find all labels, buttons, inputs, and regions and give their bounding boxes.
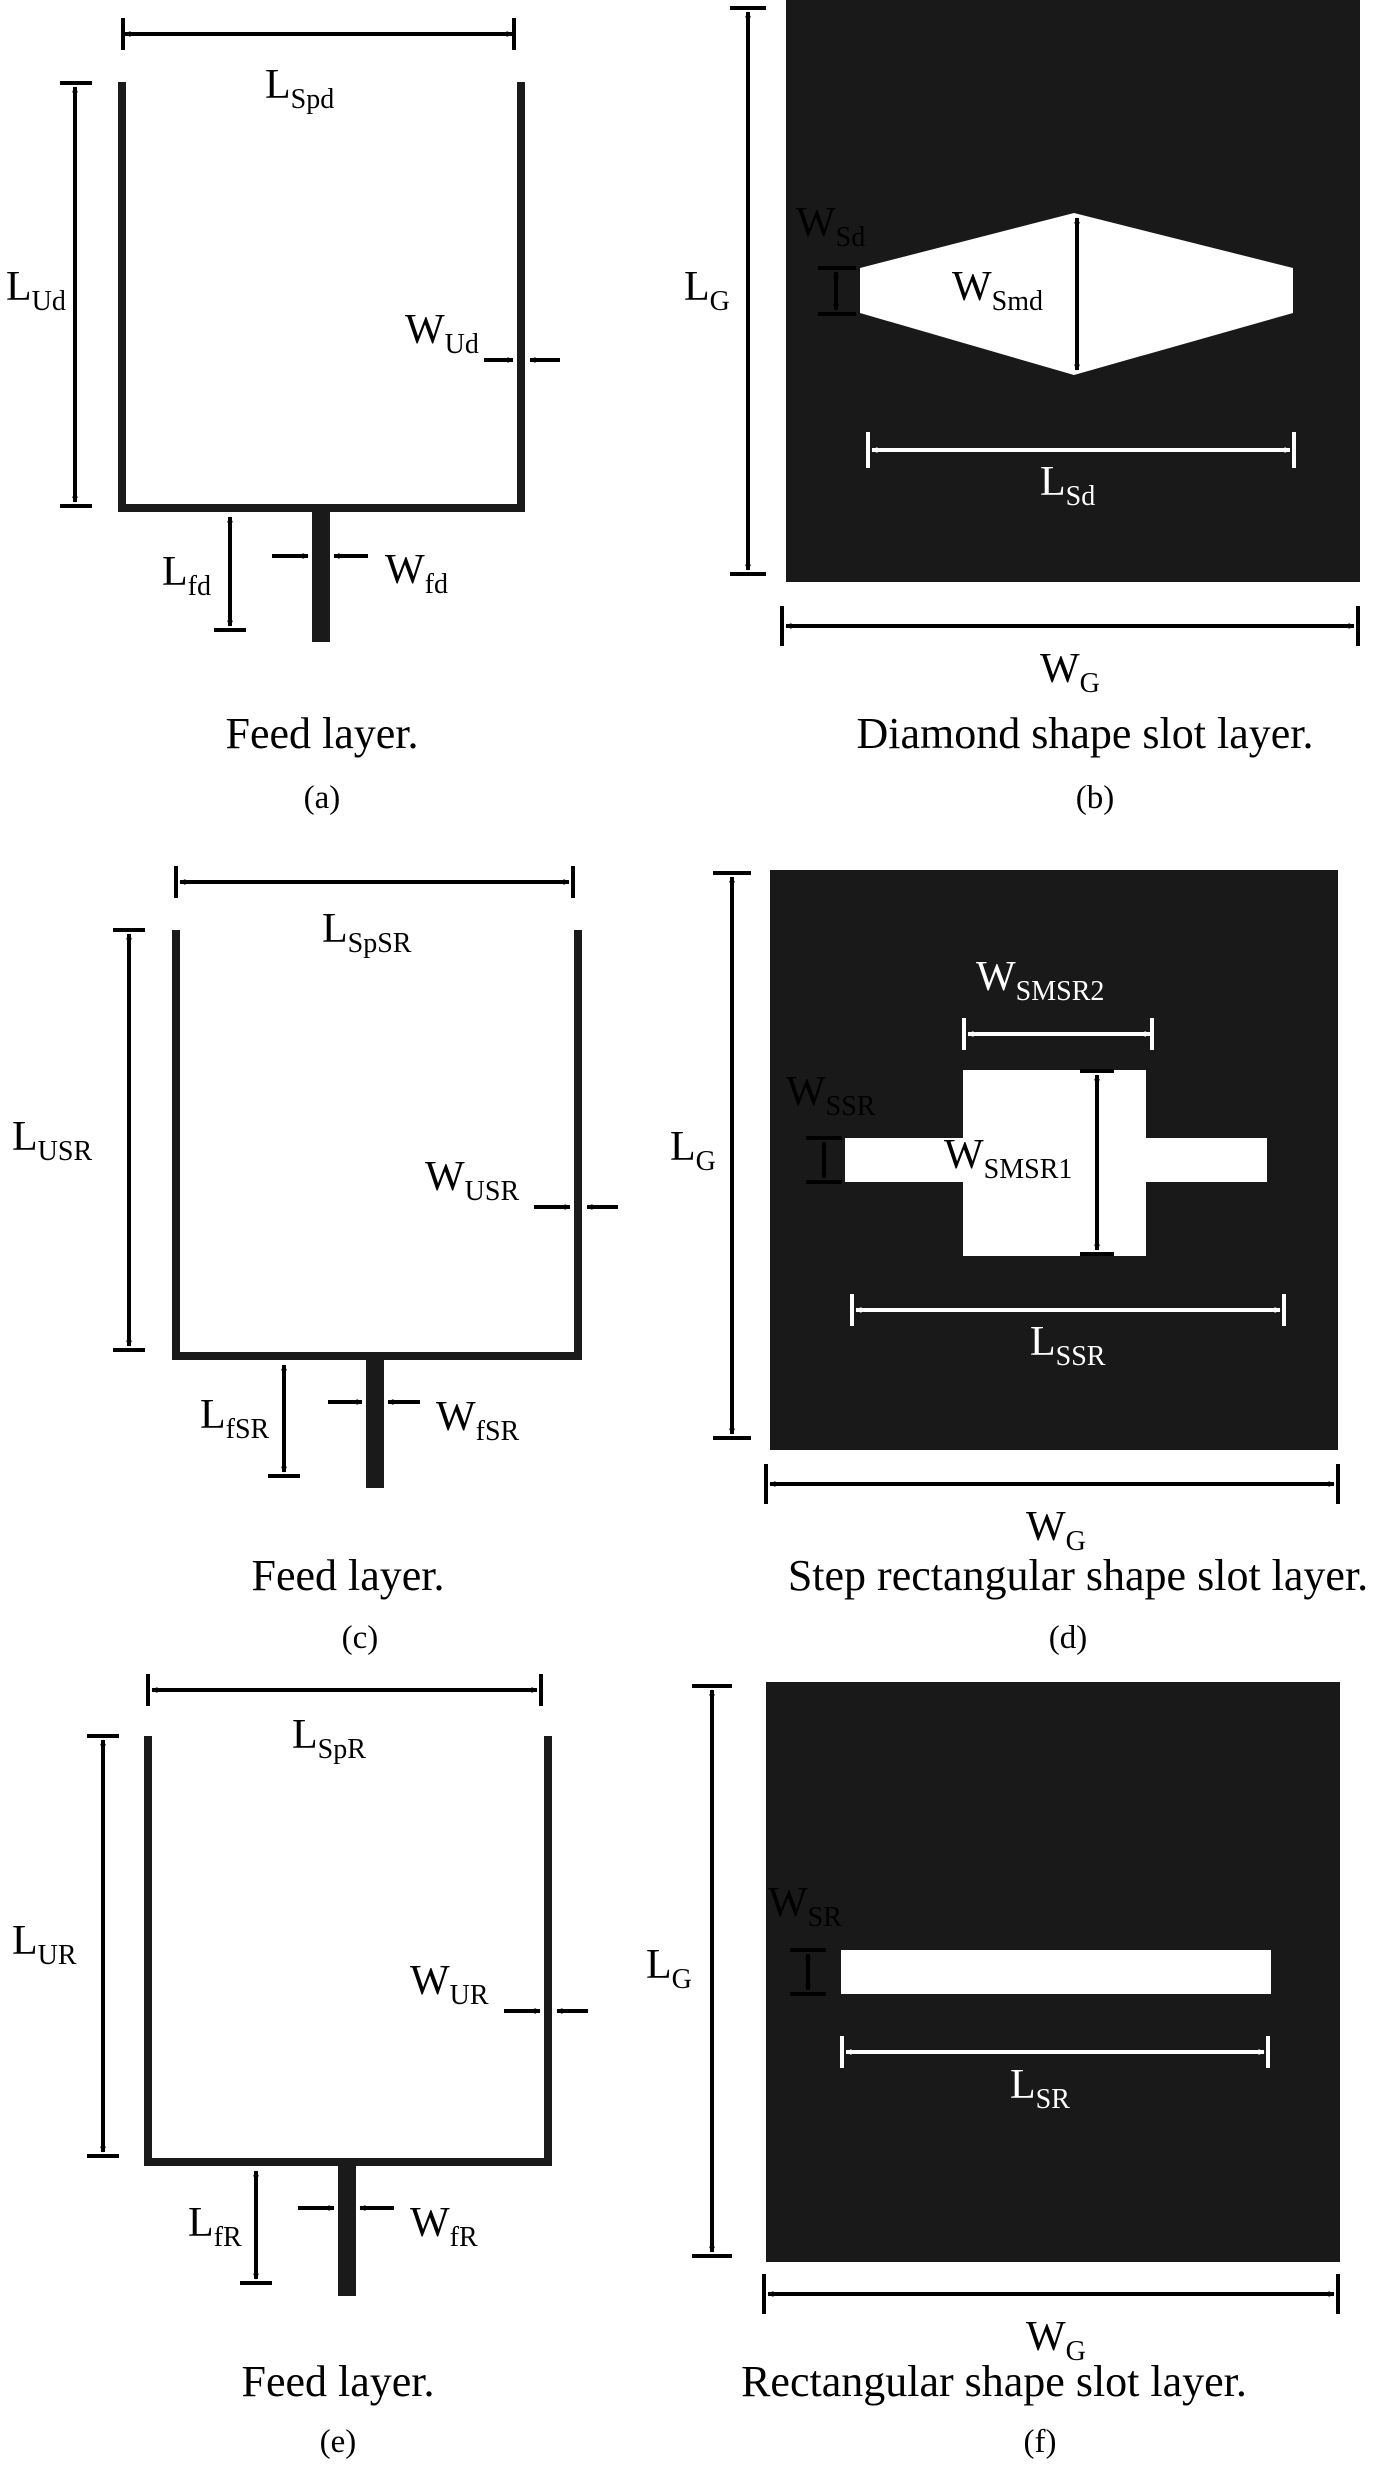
label-lf-c: LfSR: [200, 1392, 270, 1445]
label-lu-e: LUR: [12, 1918, 77, 1971]
label-wg-f: WG: [1026, 2314, 1086, 2367]
caption-c: Feed layer.: [251, 1551, 444, 1600]
dimension-arrow-ls: [866, 432, 1296, 468]
dimension-arrow-wsm2: [962, 1018, 1154, 1050]
caption-f: Rectangular shape slot layer.: [741, 2357, 1247, 2406]
dimension-arrow-ws: [818, 266, 856, 316]
dimension-arrow-lf: [214, 516, 246, 632]
label-lsp-e: LSpR: [292, 1712, 366, 1765]
u-shaped-feed-line: [172, 930, 582, 1488]
panel-f-rectangular-slot-layer: LG WSR LSR WG Rectangular shape slot lay…: [646, 1682, 1340, 2460]
dimension-arrow-lu: [113, 928, 145, 1352]
panel-tag-a: (a): [304, 780, 341, 816]
caption-d: Step rectangular shape slot layer.: [788, 1551, 1368, 1600]
label-wu-a: WUd: [405, 307, 479, 360]
panel-tag-b: (b): [1076, 780, 1114, 816]
label-ws-d: WSSR: [786, 1069, 876, 1122]
dimension-arrow-lf: [240, 2170, 272, 2285]
label-wu-c: WUSR: [425, 1154, 519, 1207]
u-shaped-feed-line: [144, 1736, 552, 2296]
panel-tag-d: (d): [1049, 1620, 1087, 1656]
label-wg-b: WG: [1040, 646, 1100, 699]
label-wsm-b: WSmd: [952, 264, 1043, 317]
label-lu-c: LUSR: [12, 1114, 92, 1167]
dimension-arrow-wg: [764, 1464, 1340, 1504]
panel-tag-e: (e): [320, 2424, 357, 2460]
dimension-arrow-lsp: [121, 18, 516, 50]
dimension-arrow-ls: [850, 1294, 1286, 1326]
dimension-arrow-wg: [762, 2274, 1340, 2314]
dimension-arrow-lu: [87, 1734, 119, 2158]
panel-tag-f: (f): [1024, 2424, 1057, 2460]
label-wf-c: WfSR: [436, 1394, 520, 1447]
label-lu-a: LUd: [6, 264, 66, 317]
dimension-arrow-lg: [713, 871, 751, 1440]
panel-e-feed-layer: LSpR LUR WUR LfR WfR Feed layer. (e): [12, 1674, 588, 2460]
dimension-arrow-ws: [806, 1136, 842, 1184]
dimension-arrow-wg: [780, 606, 1360, 646]
dimension-arrow-lg: [730, 6, 766, 576]
label-wsm1-d: WSMSR1: [944, 1132, 1072, 1185]
label-wf-a: Wfd: [385, 547, 448, 600]
dimension-arrow-lg: [692, 1684, 732, 2258]
dimension-arrow-ws: [790, 1948, 826, 1996]
dimension-arrow-lu: [60, 81, 92, 508]
panel-a-feed-layer: LSpd LUd WUd Lfd Wfd Feed layer. (a): [6, 18, 560, 816]
label-ws-f: WSR: [768, 1880, 842, 1933]
label-lg-b: LG: [684, 264, 730, 317]
step-rectangular-slot: [845, 1070, 1267, 1256]
label-ls-b: LSd: [1040, 459, 1095, 512]
dimension-arrow-wsm1: [1080, 1069, 1114, 1256]
label-lf-a: Lfd: [162, 549, 211, 602]
dimension-arrow-lsp: [174, 866, 575, 898]
label-ws-b: WSd: [796, 200, 865, 253]
panel-tag-c: (c): [342, 1620, 379, 1656]
dimension-arrow-lf: [268, 1364, 300, 1478]
label-wg-d: WG: [1026, 1504, 1086, 1557]
label-lg-f: LG: [646, 1942, 692, 1995]
dimension-arrow-ls: [840, 2036, 1270, 2068]
label-lsp-c: LSpSR: [322, 906, 412, 959]
panel-c-feed-layer: LSpSR LUSR WUSR LfSR WfSR Feed layer. (c…: [12, 866, 618, 1656]
label-ls-f: LSR: [1010, 2062, 1070, 2115]
caption-a: Feed layer.: [225, 709, 418, 758]
label-lg-d: LG: [670, 1124, 716, 1177]
label-lf-e: LfR: [188, 2200, 242, 2253]
label-wu-e: WUR: [410, 1958, 489, 2011]
panel-b-diamond-slot-layer: LG WSd WSmd LSd WG Diamond shape slot la…: [684, 0, 1360, 816]
u-shaped-feed-line: [118, 82, 525, 642]
caption-b: Diamond shape slot layer.: [856, 709, 1313, 758]
label-lsp-a: LSpd: [265, 62, 334, 115]
label-wf-e: WfR: [410, 2200, 478, 2253]
panel-d-step-rectangular-slot-layer: LG WSSR WSMSR2 WSMSR1 LSSR: [670, 870, 1368, 1656]
caption-e: Feed layer.: [241, 2357, 434, 2406]
label-wsm2-d: WSMSR2: [976, 954, 1104, 1007]
rectangular-slot: [841, 1950, 1271, 1994]
dimension-arrow-lsp: [146, 1674, 543, 1706]
label-ls-d: LSSR: [1030, 1319, 1106, 1372]
